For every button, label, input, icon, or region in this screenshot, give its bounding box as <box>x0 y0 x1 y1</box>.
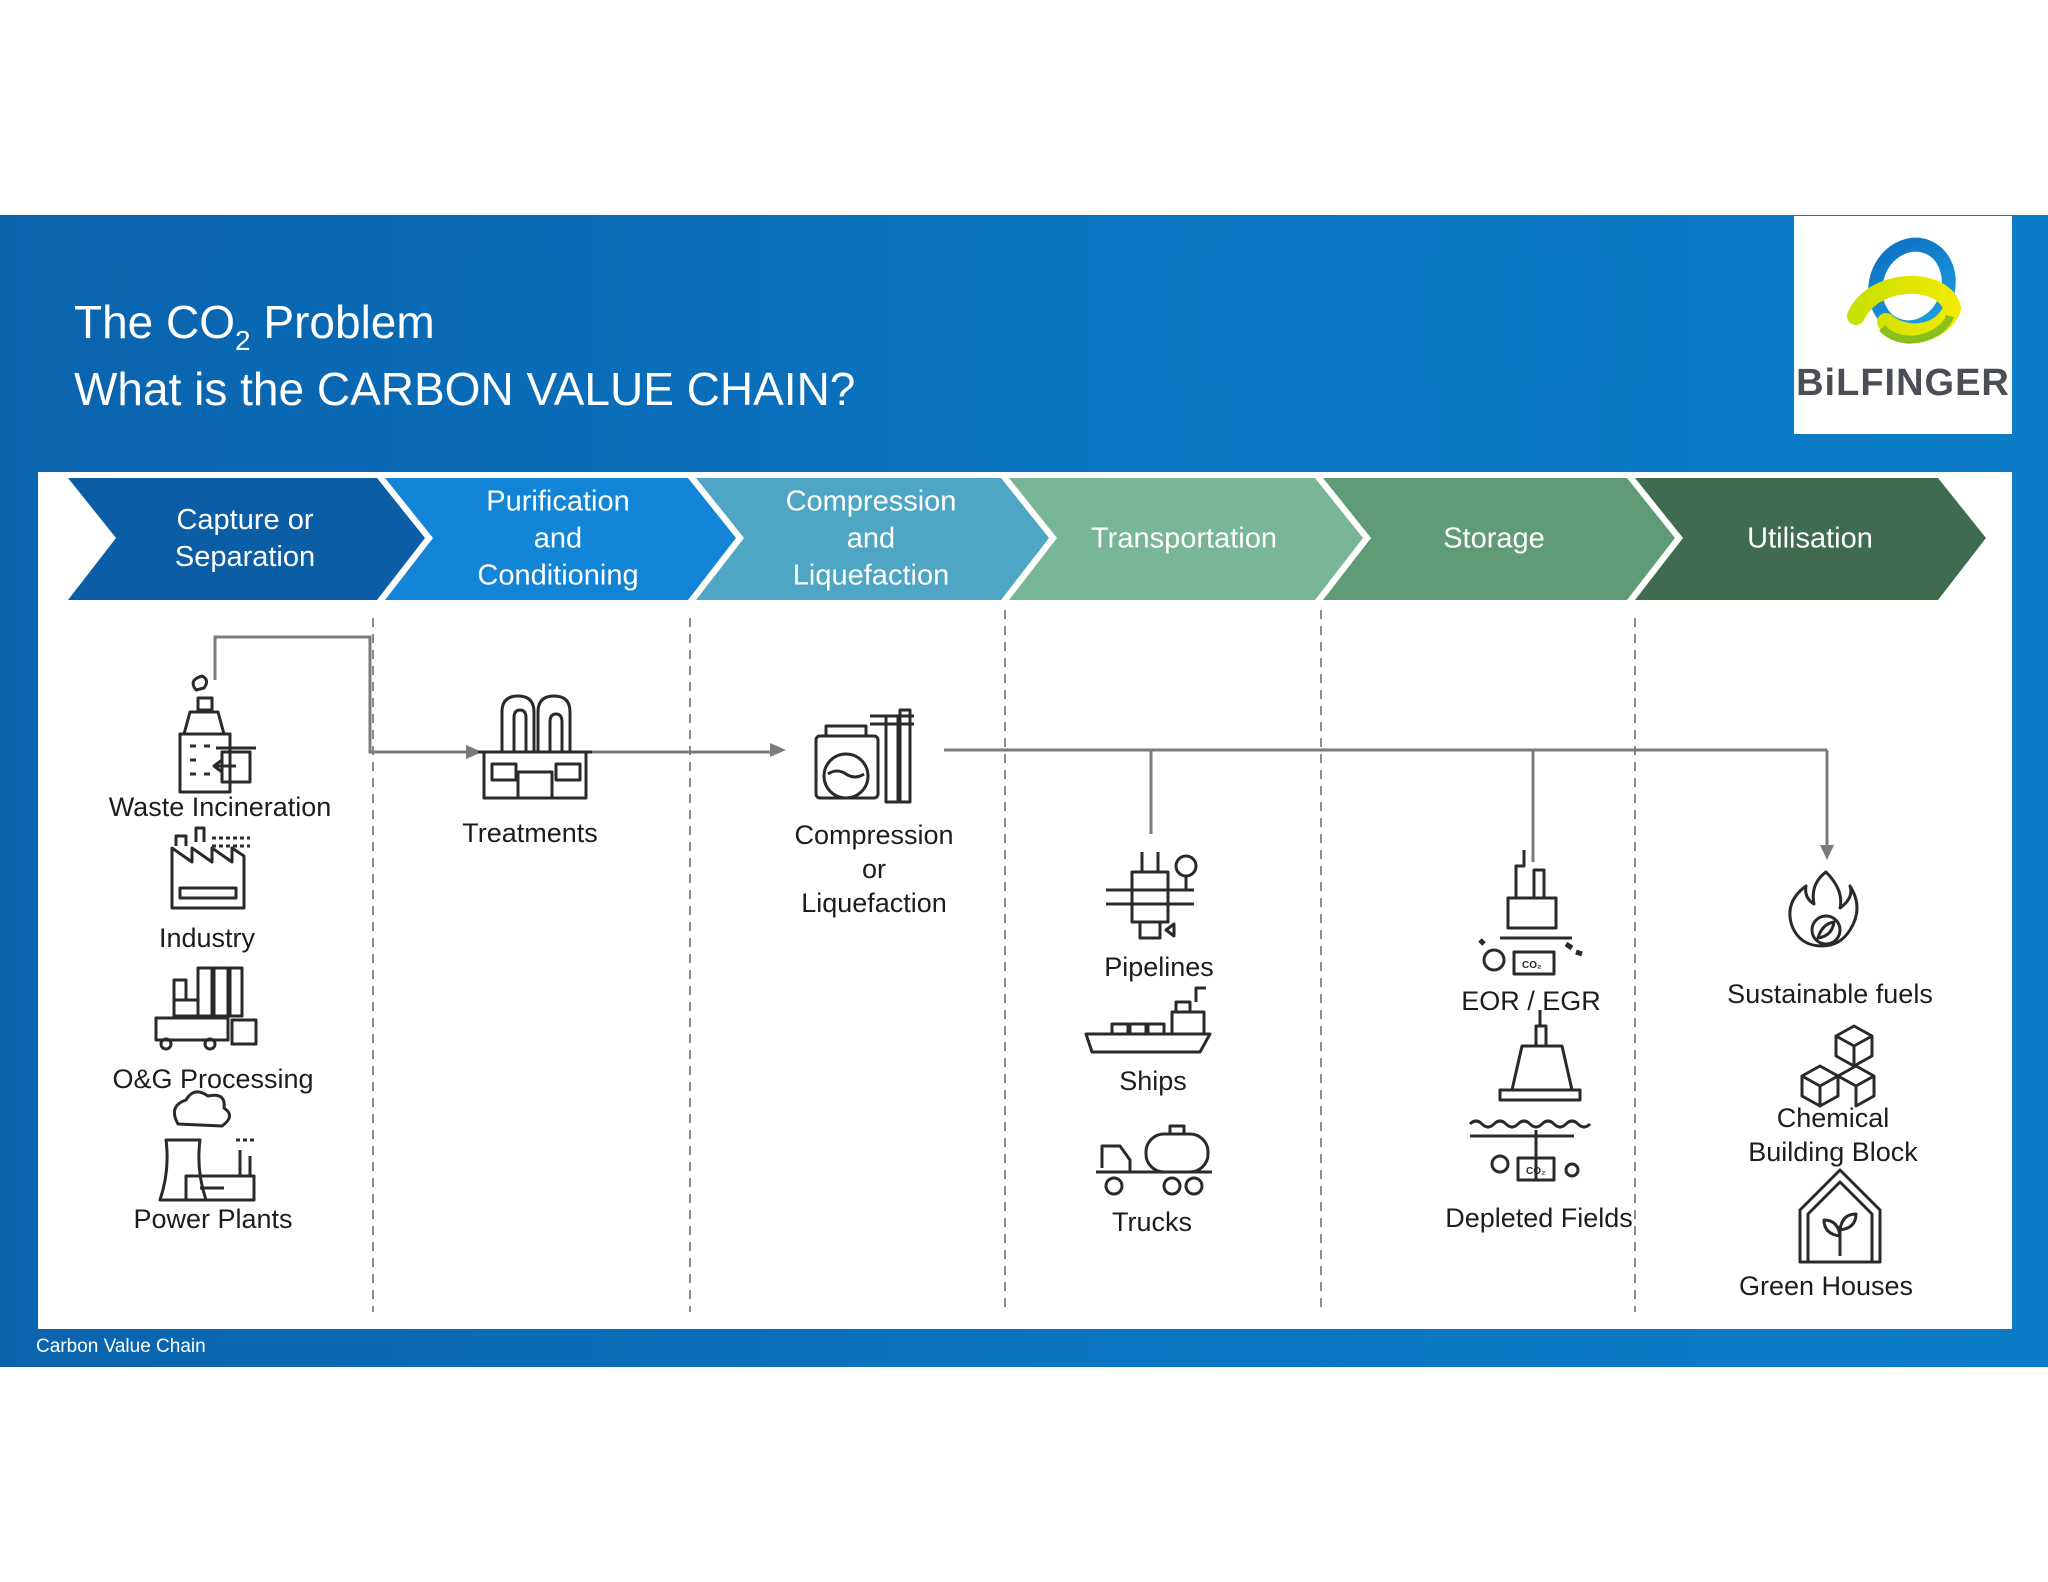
label-compression-liquefaction: Compression or Liquefaction <box>794 820 954 918</box>
power-plant-icon <box>158 1090 256 1202</box>
flow-arrowheads <box>466 743 1834 860</box>
treatment-plant-icon <box>478 694 592 800</box>
stage-chevron-5 <box>1323 478 1675 600</box>
stage-chevron-3 <box>696 478 1049 600</box>
label-waste-incineration: Waste Incineration <box>108 792 332 822</box>
cubes-icon <box>1800 1024 1876 1108</box>
title-line-2: What is the CARBON VALUE CHAIN? <box>74 363 856 415</box>
stage-chevron-1 <box>68 478 425 600</box>
label-depleted-fields: Depleted Fields <box>1445 1203 1633 1233</box>
label-chemical-building-block: Chemical Building Block <box>1748 1103 1918 1167</box>
bilfinger-logo-icon <box>1847 237 1962 344</box>
flow-capture-to-treatment <box>213 635 468 754</box>
arrowhead-utilisation <box>1820 845 1834 860</box>
flame-leaf-icon <box>1788 870 1859 948</box>
stage-separators <box>372 610 1636 1312</box>
incinerator-icon <box>178 674 256 794</box>
label-trucks: Trucks <box>1112 1207 1192 1237</box>
label-power-plants: Power Plants <box>133 1204 293 1234</box>
logo-wordmark: BiLFINGER <box>1796 362 2010 404</box>
compressor-icon <box>814 708 914 804</box>
stage-label-utilisation: Utilisation <box>1747 522 1873 555</box>
title-subscript: 2 <box>235 325 251 356</box>
depleted-co2-tag: CO₂ <box>1526 1166 1545 1177</box>
label-og-processing: O&G Processing <box>112 1064 314 1094</box>
diagram-panel <box>38 472 2012 1329</box>
label-treatments: Treatments <box>462 818 598 848</box>
label-green-houses: Green Houses <box>1738 1271 1914 1301</box>
stage-label-storage: Storage <box>1443 522 1545 555</box>
stage-label-purification: Purification and Conditioning <box>477 485 639 592</box>
ship-icon <box>1084 986 1212 1054</box>
title-co-text: The CO <box>74 296 236 348</box>
co2-tags: CO₂ CO₂ <box>1522 960 1545 1177</box>
label-ships: Ships <box>1119 1066 1187 1096</box>
stage-chevron-6 <box>1635 478 1986 600</box>
factory-icon <box>170 826 250 910</box>
tanker-truck-icon <box>1096 1124 1212 1196</box>
stage-chevron-2 <box>385 478 736 600</box>
bilfinger-logo: BiLFINGER <box>1794 216 2012 434</box>
title-problem-text: Problem <box>250 296 435 348</box>
pipeline-valve-icon <box>1106 852 1198 940</box>
label-pipelines: Pipelines <box>1104 952 1214 982</box>
arrowhead-compression <box>770 743 786 757</box>
offshore-platform-icon <box>1468 1010 1592 1182</box>
stage-label-compression: Compression and Liquefaction <box>785 485 957 592</box>
title-line-1: The CO2 Problem <box>74 292 855 359</box>
flow-lines <box>213 635 1829 862</box>
arrowhead-treatment <box>466 745 482 759</box>
refinery-icon <box>154 966 258 1051</box>
stage-label-capture: Capture or Separation <box>174 504 316 573</box>
eor-co2-tag: CO₂ <box>1522 960 1541 971</box>
page-title: The CO2 Problem What is the CARBON VALUE… <box>74 292 855 419</box>
footer-text: Carbon Value Chain <box>36 1336 206 1357</box>
label-sustainable-fuels: Sustainable fuels <box>1727 979 1933 1009</box>
greenhouse-icon <box>1798 1168 1882 1264</box>
label-industry: Industry <box>158 923 256 953</box>
oil-well-icon <box>1478 850 1583 976</box>
label-eor-egr: EOR / EGR <box>1461 986 1601 1016</box>
stage-chevron-4 <box>1009 478 1363 600</box>
stage-label-transportation: Transportation <box>1091 522 1277 555</box>
